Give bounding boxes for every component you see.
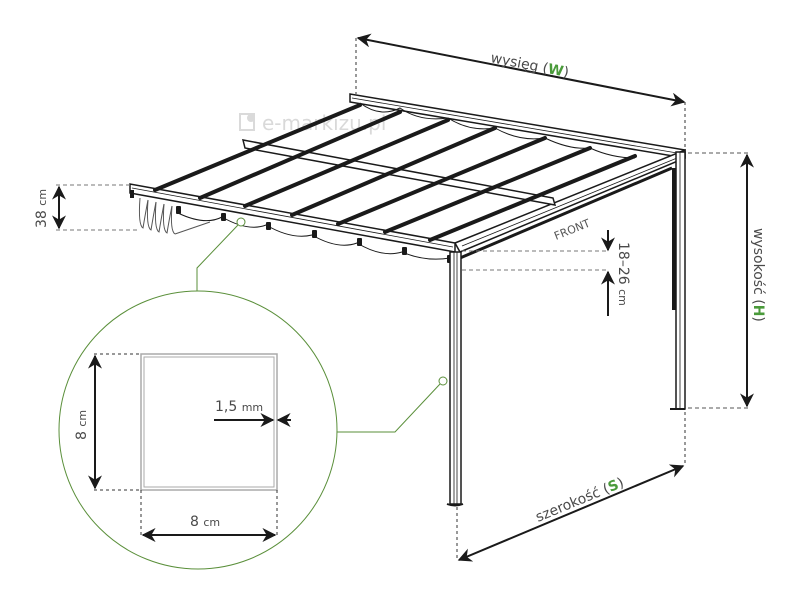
profile-detail-callout: 8 cm 8 cm 1,5 mm [58,217,448,570]
svg-text:e-markizu.pl: e-markizu.pl [262,111,386,135]
svg-text:18–26 cm: 18–26 cm [615,242,631,306]
dim-fabric-drop: 38 cm [34,184,140,231]
svg-text:wysięg (W): wysięg (W) [489,50,570,81]
svg-text:38 cm: 38 cm [34,189,50,228]
svg-text:8 cm: 8 cm [74,410,90,440]
dim-beam-height: 18–26 cm [462,230,631,316]
svg-text:8 cm: 8 cm [190,514,220,530]
svg-text:wysokość (H): wysokość (H) [750,228,766,322]
pergola-structure [129,93,686,507]
dim-depth: szerokość (S) [456,412,686,562]
dim-width: wysięg (W) [355,33,686,150]
front-label: FRONT [552,217,592,243]
dim-height: wysokość (H) [688,152,766,409]
watermark: e-markizu.pl [239,111,386,135]
svg-text:szerokość (S): szerokość (S) [533,475,626,526]
svg-text:1,5 mm: 1,5 mm [215,399,263,415]
